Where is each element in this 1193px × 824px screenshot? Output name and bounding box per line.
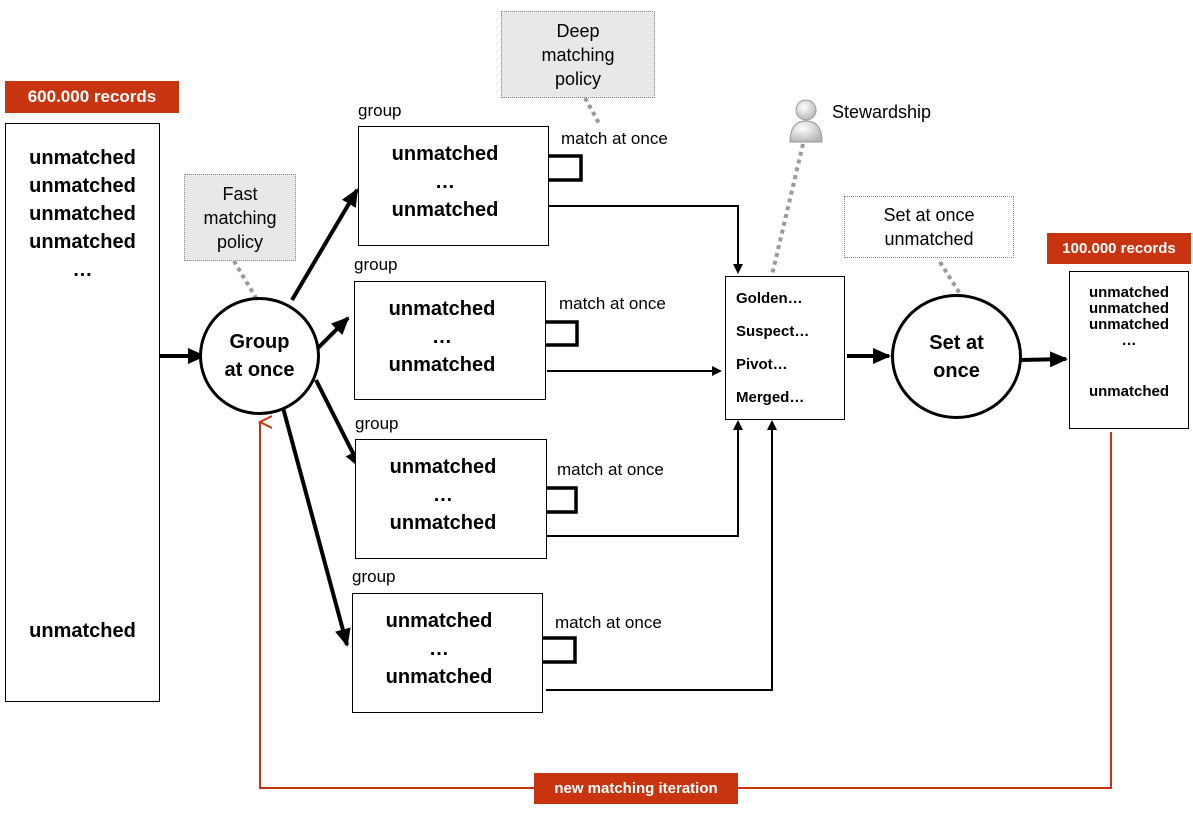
note-line: unmatched	[884, 229, 974, 249]
group-label: group	[354, 255, 398, 274]
group-records: unmatched … unmatched	[359, 140, 531, 224]
status-box: Golden… Suspect… Pivot… Merged…	[725, 276, 845, 420]
group-records: unmatched … unmatched	[353, 607, 525, 691]
deep-policy-connector	[583, 97, 602, 126]
output-record-ellipsis: …	[1121, 332, 1137, 349]
fast-policy-connector	[232, 259, 258, 300]
group-record-ellipsis: …	[433, 484, 453, 506]
set-at-once-node: Set at once	[891, 294, 1022, 419]
group-record-line: unmatched	[385, 610, 493, 632]
status-merged: Merged…	[736, 389, 805, 406]
group-record-line: unmatched	[391, 199, 499, 221]
note-line: Fast	[222, 183, 258, 204]
group-record-line: unmatched	[391, 143, 499, 165]
match-at-once-label: match at once	[555, 613, 662, 632]
output-records-badge: 100.000 records	[1047, 233, 1191, 264]
set-note-connector	[938, 260, 964, 299]
status-pivot: Pivot…	[736, 356, 788, 373]
stewardship-label: Stewardship	[832, 102, 932, 122]
source-records-top: unmatched unmatched unmatched unmatched …	[6, 144, 159, 284]
output-records-top: unmatched unmatched unmatched …	[1070, 285, 1188, 349]
status-suspect: Suspect…	[736, 323, 810, 340]
status-golden: Golden…	[736, 290, 803, 307]
group-record-line: unmatched	[389, 456, 497, 478]
group-at-once-node: Group at once	[199, 297, 320, 415]
group-record-line: unmatched	[388, 298, 496, 320]
group-label: group	[352, 567, 396, 586]
deep-matching-policy-note: Deep matching policy	[501, 11, 655, 98]
group-box: unmatched … unmatched	[355, 439, 547, 559]
group-record-line: unmatched	[388, 354, 496, 376]
output-record-line: unmatched	[1088, 300, 1169, 317]
note-line: policy	[554, 68, 601, 89]
match-at-once-label: match at once	[561, 129, 668, 148]
group-records: unmatched … unmatched	[356, 453, 530, 537]
note-line: Deep	[556, 20, 600, 41]
source-record-line: unmatched	[29, 231, 136, 253]
group-label: group	[358, 101, 402, 120]
note-line: matching	[541, 44, 615, 65]
output-record-line: unmatched	[1088, 316, 1169, 333]
group1-to-status	[549, 205, 743, 274]
output-record-last: unmatched	[1088, 383, 1169, 400]
output-records-box: unmatched unmatched unmatched … unmatche…	[1069, 271, 1189, 429]
node-line: Set at	[929, 331, 984, 354]
source-record-last: unmatched	[29, 620, 136, 642]
set-to-output-arrow	[1020, 351, 1068, 368]
group-record-line: unmatched	[385, 666, 493, 688]
node-line: at once	[224, 359, 295, 381]
note-line: Set at once	[883, 205, 975, 225]
node-line: Group	[229, 331, 290, 353]
group-arrow-4	[280, 403, 351, 647]
group-arrow-1	[290, 188, 359, 302]
source-record-line: unmatched	[29, 147, 136, 169]
source-record-line: unmatched	[29, 203, 136, 225]
group-record-ellipsis: …	[432, 326, 452, 348]
source-records-box: unmatched unmatched unmatched unmatched …	[5, 123, 160, 702]
group-records: unmatched … unmatched	[355, 295, 529, 379]
group-record-ellipsis: …	[435, 171, 455, 193]
note-line: policy	[216, 231, 263, 252]
fast-matching-policy-note: Fast matching policy	[184, 174, 296, 261]
group-record-ellipsis: …	[429, 638, 449, 660]
source-records-badge: 600.000 records	[5, 81, 179, 113]
group-box: unmatched … unmatched	[358, 126, 549, 246]
user-icon	[789, 99, 823, 143]
group-arrow-3	[314, 379, 362, 469]
group3-to-status	[547, 420, 743, 537]
group-arrow-2	[312, 316, 350, 354]
match-at-once-label: match at once	[559, 294, 666, 313]
match-at-once-label: match at once	[557, 460, 664, 479]
group4-to-status	[546, 420, 777, 691]
stewardship-connector	[770, 143, 805, 276]
output-record-line: unmatched	[1088, 284, 1169, 301]
group-record-line: unmatched	[389, 512, 497, 534]
set-at-once-note: Set at once unmatched	[844, 196, 1014, 258]
note-line: matching	[203, 207, 277, 228]
source-record-line: unmatched	[29, 175, 136, 197]
group-box: unmatched … unmatched	[352, 593, 543, 713]
node-line: once	[933, 359, 980, 382]
new-matching-iteration-badge: new matching iteration	[534, 773, 738, 804]
group-label: group	[355, 414, 399, 433]
source-record-ellipsis: …	[72, 259, 93, 281]
group-box: unmatched … unmatched	[354, 281, 546, 400]
